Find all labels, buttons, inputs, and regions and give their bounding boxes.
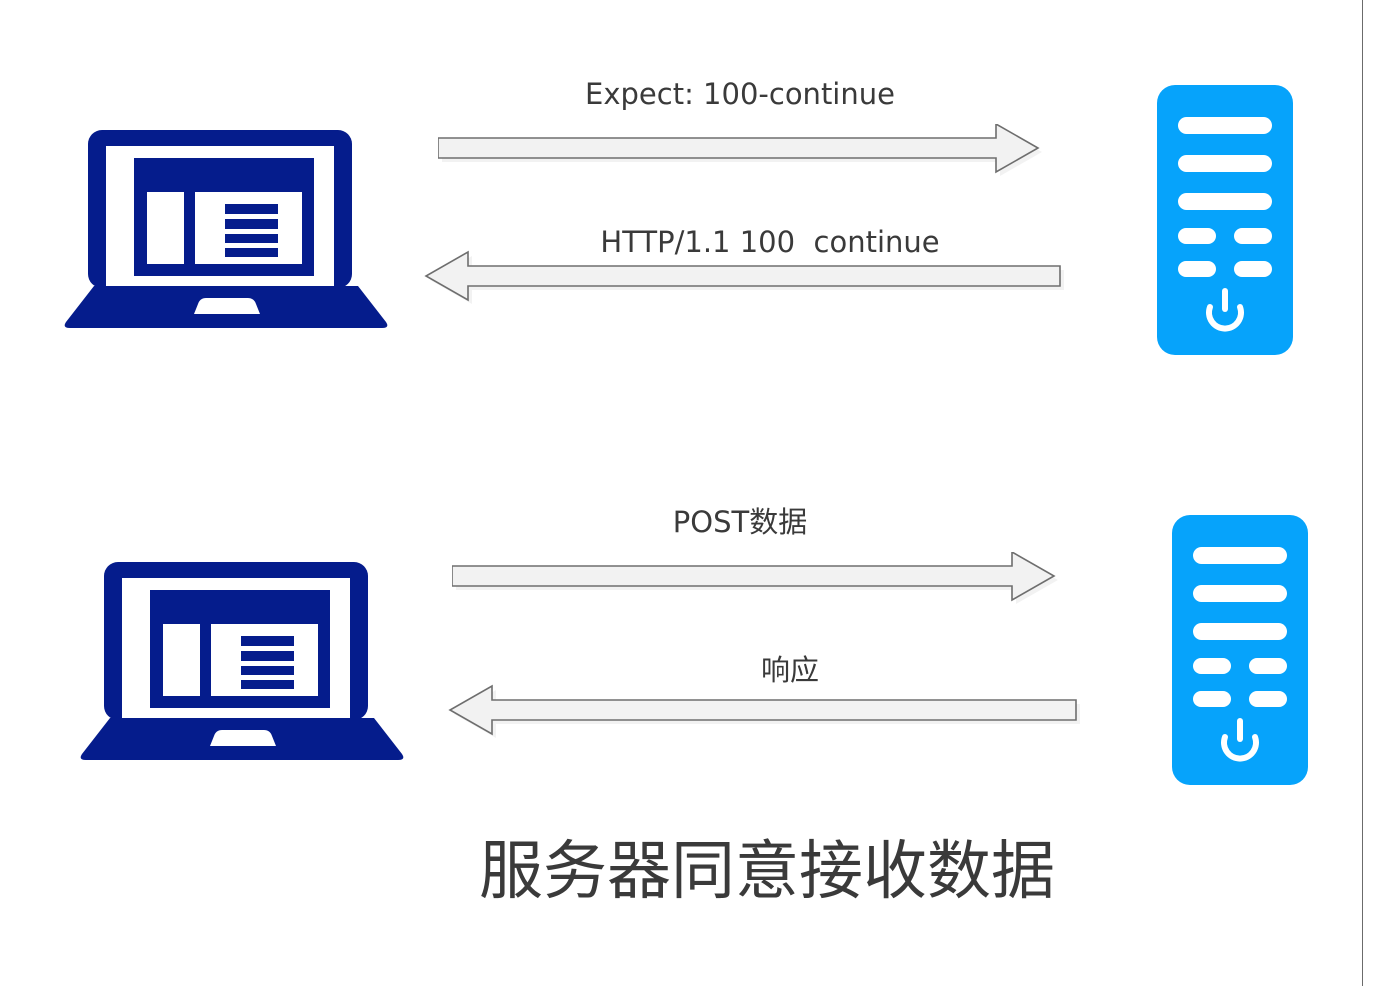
server-icon bbox=[1172, 515, 1308, 785]
message-label-4: 响应 bbox=[760, 653, 819, 687]
laptop-icon bbox=[64, 130, 388, 328]
arrow-right-2 bbox=[451, 550, 1066, 612]
arrow-left-2 bbox=[448, 684, 1086, 746]
message-label-1: Expect: 100-continue bbox=[585, 77, 895, 111]
arrow-left-1 bbox=[424, 250, 1070, 312]
client-laptop-bottom bbox=[78, 558, 408, 770]
message-label-2: HTTP/1.1 100 continue bbox=[600, 225, 940, 259]
message-label-3: POST数据 bbox=[672, 505, 808, 539]
arrow-right-1 bbox=[437, 122, 1048, 184]
power-icon bbox=[1206, 288, 1244, 332]
server-bottom bbox=[1172, 515, 1308, 785]
server-icon bbox=[1157, 85, 1293, 355]
right-edge-divider bbox=[1362, 0, 1363, 986]
client-laptop-top bbox=[62, 126, 392, 338]
laptop-icon bbox=[80, 562, 404, 760]
power-icon bbox=[1221, 718, 1259, 762]
server-top bbox=[1157, 85, 1293, 355]
diagram-caption: 服务器同意接收数据 bbox=[479, 835, 1055, 909]
